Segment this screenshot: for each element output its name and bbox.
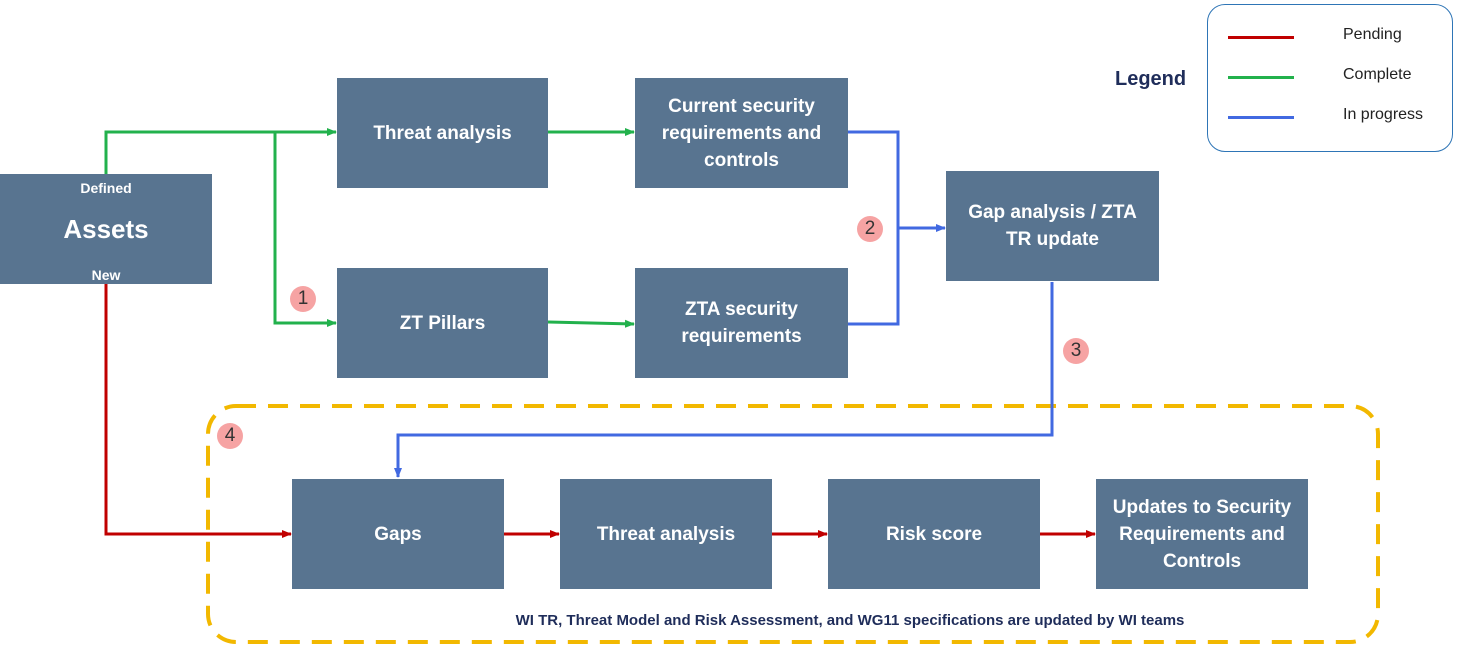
legend-label-pending: Pending bbox=[1343, 26, 1402, 43]
node-updates-to-security-requirements: Updates to Security Requirements and Con… bbox=[1096, 479, 1308, 589]
edge-zta-security-to-gap-analysis bbox=[848, 224, 946, 326]
legend-label-in-progress: In progress bbox=[1343, 106, 1424, 123]
node-threat-analysis-top: Threat analysis bbox=[337, 78, 548, 188]
node-current-security-requirements: Current security requirements and contro… bbox=[635, 78, 848, 188]
legend-line-complete bbox=[1228, 76, 1294, 79]
edge-assets-to-threat-analysis bbox=[104, 128, 337, 174]
edge-zt-pillars-to-zta-security bbox=[547, 319, 635, 328]
edge-current-security-to-gap-analysis bbox=[848, 130, 900, 228]
assets-new-label: New bbox=[91, 267, 121, 283]
group-footnote: WI TR, Threat Model and Risk Assessment,… bbox=[515, 612, 1185, 629]
step-badge-1: 1 bbox=[290, 286, 316, 312]
edge-assets-to-zt-pillars bbox=[273, 132, 337, 327]
step-badge-2: 2 bbox=[857, 216, 883, 242]
step-badge-3: 3 bbox=[1063, 338, 1089, 364]
step-badge-4: 4 bbox=[217, 423, 243, 449]
node-threat-analysis-bottom: Threat analysis bbox=[560, 479, 772, 589]
legend-label-complete: Complete bbox=[1343, 66, 1412, 83]
assets-defined-label: Defined bbox=[80, 180, 132, 196]
legend-line-in-progress bbox=[1228, 116, 1294, 119]
assets-title: Assets bbox=[63, 214, 149, 244]
legend-line-pending bbox=[1228, 36, 1294, 39]
node-gaps: Gaps bbox=[292, 479, 504, 589]
node-assets: Defined Assets New bbox=[0, 174, 212, 284]
legend-title: Legend bbox=[1115, 68, 1187, 90]
node-zt-pillars: ZT Pillars bbox=[337, 268, 548, 378]
edge-assets-to-gaps bbox=[104, 284, 292, 538]
edge-gap-analysis-to-gaps bbox=[394, 282, 1054, 478]
node-gap-analysis: Gap analysis / ZTA TR update bbox=[946, 171, 1159, 281]
group-4-boundary bbox=[206, 404, 1380, 644]
node-risk-score: Risk score bbox=[828, 479, 1040, 589]
node-zta-security-requirements: ZTA security requirements bbox=[635, 268, 848, 378]
